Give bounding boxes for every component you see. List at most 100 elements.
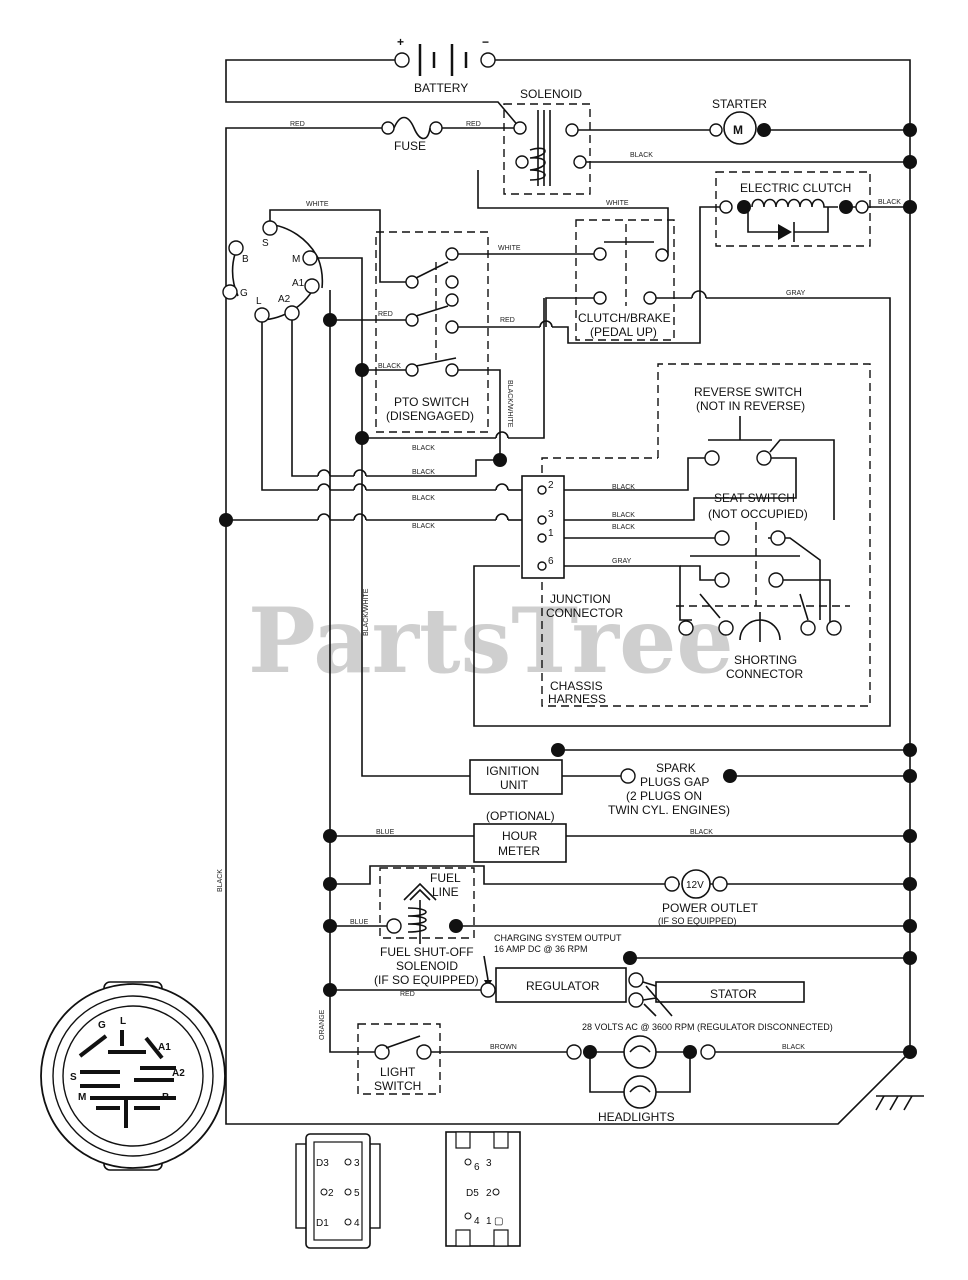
wire-gray-right: GRAY [786,290,806,297]
ignition-unit: IGNITION UNIT SPARK PLUGS GAP (2 PLUGS O… [469,743,737,817]
conn-b-d5: D5 [466,1188,479,1199]
clutch-brake-switch: CLUTCH/BRAKE (PEDAL UP) WHITE GRAY [575,200,806,341]
watermark: PartsTree [248,588,734,694]
solenoid: SOLENOID BLACK [503,87,653,195]
spark-label-3: (2 PLUGS ON [626,789,702,803]
wire-black-pto: BLACK [378,363,401,370]
wire-black-white-vert: BLACK/WHITE [363,588,370,636]
junction-dots [219,123,917,1059]
power-outlet-icon: 12V [686,880,704,891]
conn-b-6: 6 [474,1162,480,1173]
starter-motor-icon: M [733,123,743,137]
charging-label-2: 16 AMP DC @ 36 RPM [494,944,588,954]
pin-s-label: S [262,238,269,249]
conn-b-1-box: ▢ [494,1216,503,1227]
chassis-harness-label-2: HARNESS [548,692,606,706]
hour-meter-label: HOUR [502,829,538,843]
wire-white-top: WHITE [306,201,329,208]
junction-pin-2: 2 [548,480,554,491]
light-switch-label: LIGHT [380,1065,416,1079]
face-g-label: G [98,1020,106,1031]
stator-label: STATOR [710,987,757,1001]
charging-label: CHARGING SYSTEM OUTPUT [494,933,622,943]
ignition-switch: S M B A1 G A2 L WHITE [222,201,329,323]
pin-g-label: G [240,288,248,299]
electric-clutch: ELECTRIC CLUTCH BLACK [715,171,901,247]
wire-black-1: BLACK [412,445,435,452]
spark-label: SPARK [656,761,696,775]
wire-black-2: BLACK [412,469,435,476]
pto-switch-state: (DISENGAGED) [386,409,474,423]
optional-label: (OPTIONAL) [486,809,555,823]
pto-switch-label: PTO SWITCH [394,395,469,409]
wire-black-white-pto: BLACK/WHITE [506,380,513,428]
wire-white-clutch: WHITE [606,200,629,207]
solenoid-label: SOLENOID [520,87,582,101]
conn-a-3: 3 [354,1158,360,1169]
wire-black-solenoid: BLACK [630,152,653,159]
pin-b-label: B [242,254,249,265]
connector-b: 6 3 D5 2 4 1 ▢ [445,1131,521,1247]
headlights: HEADLIGHTS BLACK [566,1035,805,1124]
wire-red-reg: RED [400,991,415,998]
headlights-label: HEADLIGHTS [598,1110,675,1124]
pin-l-label: L [256,296,262,307]
chassis-harness-label: CHASSIS [550,679,603,693]
power-outlet-label-2: (IF SO EQUIPPED) [658,916,737,926]
wire-white-pto: WHITE [498,245,521,252]
wire-black-hour: BLACK [690,829,713,836]
face-s-label: S [70,1072,77,1083]
pin-a2-label: A2 [278,294,291,305]
spark-label-4: TWIN CYL. ENGINES) [608,803,730,817]
shorting-connector-label-2: CONNECTOR [726,667,803,681]
wire-black-j2: BLACK [612,484,635,491]
reverse-seat-switch: REVERSE SWITCH (NOT IN REVERSE) SEAT SWI… [541,363,871,707]
fuel-line-label-2: LINE [432,885,459,899]
light-switch: LIGHT SWITCH BROWN [357,1023,517,1095]
reverse-switch-label: REVERSE SWITCH [694,385,802,399]
conn-b-2: 2 [486,1188,492,1199]
power-outlet-label: POWER OUTLET [662,901,759,915]
electric-clutch-label: ELECTRIC CLUTCH [740,181,851,195]
wire-red-pto: RED [378,311,393,318]
conn-b-3: 3 [486,1158,492,1169]
fuel-solenoid: FUEL LINE FUEL SHUT-OFF SOLENOID (IF SO … [350,867,479,987]
conn-a-2: 2 [328,1188,334,1199]
wire-blue-hour: BLUE [376,829,395,836]
seat-switch-state: (NOT OCCUPIED) [708,507,808,521]
starter: STARTER M [709,97,771,145]
wire-red-fuse-right: RED [466,121,481,128]
regulator: CHARGING SYSTEM OUTPUT 16 AMP DC @ 36 RP… [319,933,833,1040]
battery-label: BATTERY [414,81,468,95]
junction-pin-3: 3 [548,509,554,520]
hour-meter: (OPTIONAL) HOUR METER BLUE BLACK [376,809,713,863]
pto-switch: PTO SWITCH (DISENGAGED) WHITE RED BLACK … [375,231,521,433]
wire-black-3: BLACK [412,495,435,502]
face-a1-label: A1 [158,1042,171,1053]
main-wiring [225,59,924,1125]
seat-switch-label: SEAT SWITCH [714,491,795,505]
wire-black-headlight: BLACK [782,1044,805,1051]
ignition-unit-label-2: UNIT [500,778,529,792]
conn-a-5: 5 [354,1188,360,1199]
shorting-connector-label: SHORTING [734,653,797,667]
wire-red-fuse-left: RED [290,121,305,128]
wire-brown: BROWN [490,1044,517,1051]
reverse-switch-state: (NOT IN REVERSE) [696,399,805,413]
conn-b-1: 1 [486,1216,492,1227]
fuse-label: FUSE [394,139,426,153]
fuel-solenoid-label-3: (IF SO EQUIPPED) [374,973,479,987]
junction-label: JUNCTION [550,592,611,606]
fuel-line-label: FUEL [430,871,461,885]
junction-pin-1: 1 [548,528,554,539]
conn-a-d1: D1 [316,1218,329,1229]
junction-pin-6: 6 [548,556,554,567]
junction-connector: 2 3 1 6 JUNCTION CONNECTOR BLACK BLACK B… [217,445,635,892]
fuel-solenoid-label-2: SOLENOID [396,959,458,973]
battery: + − BATTERY [394,35,496,95]
wire-black-left-vert: BLACK [217,869,224,892]
wire-black-4: BLACK [412,523,435,530]
wire-red-clutch: RED [500,317,515,324]
clutch-brake-label: CLUTCH/BRAKE [578,311,671,325]
